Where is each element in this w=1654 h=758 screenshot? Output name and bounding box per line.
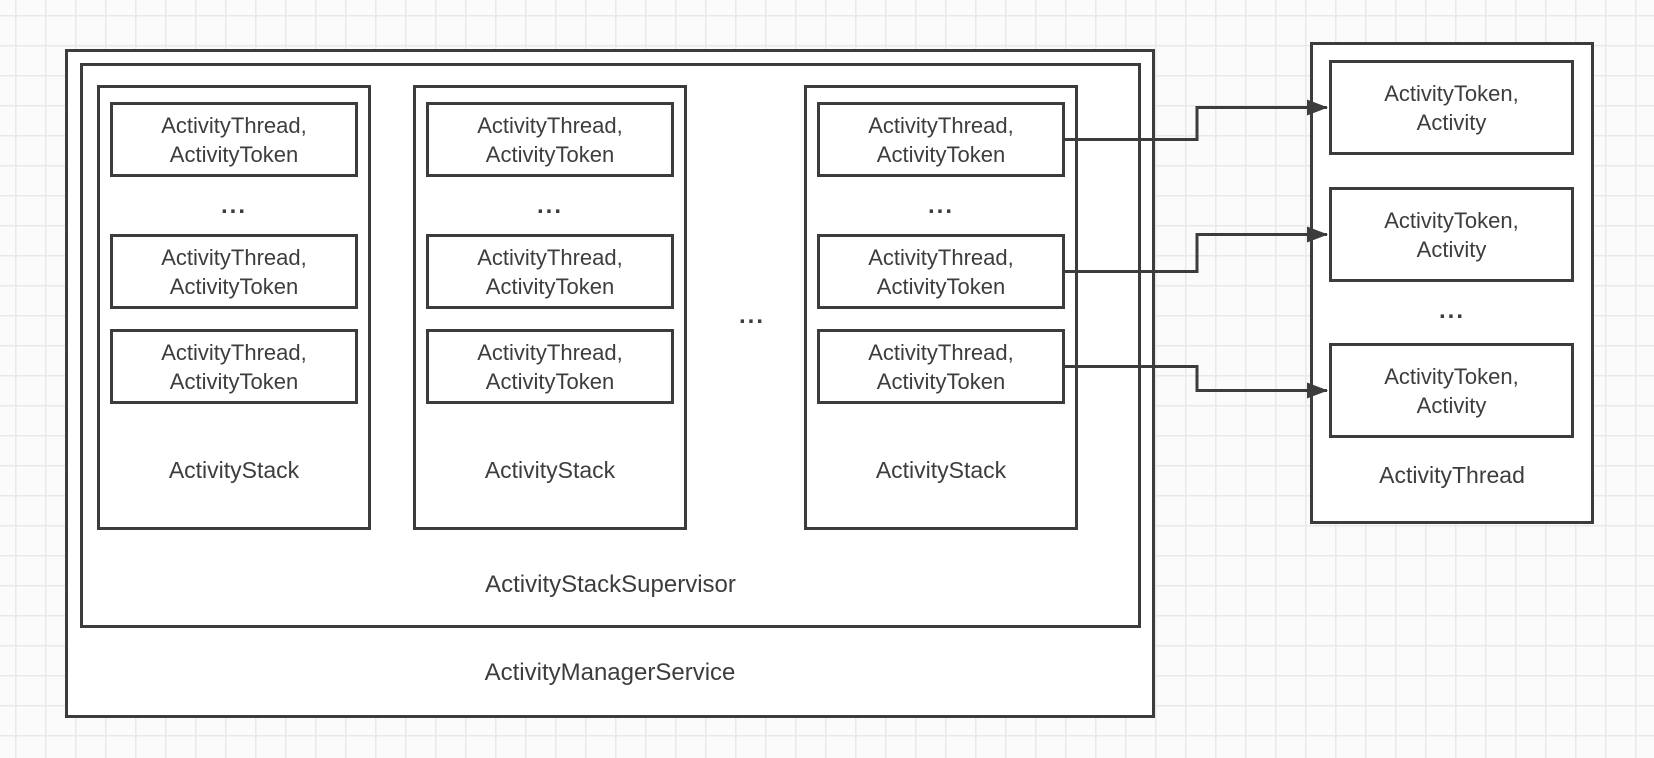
activity-record-line2: ActivityToken: [876, 273, 1006, 299]
activity-record-line1: ActivityThread,: [161, 244, 307, 270]
activity-record-line1: ActivityThread,: [161, 339, 307, 365]
activity-record-line1: ActivityThread,: [868, 112, 1014, 138]
activity-record-line1: ActivityThread,: [477, 112, 623, 138]
activity-stack-box-3: ActivityThread, ActivityToken ... Activi…: [804, 85, 1078, 530]
activity-record-box: ActivityThread, ActivityToken: [426, 329, 674, 404]
activity-record-line2: ActivityToken: [876, 368, 1006, 394]
activity-token-line1: ActivityToken,: [1384, 363, 1519, 389]
activity-record-line1: ActivityThread,: [868, 244, 1014, 270]
ellipsis: ...: [220, 192, 247, 219]
ellipsis: ...: [536, 192, 563, 219]
activity-stack-box-1: ActivityThread, ActivityToken ... Activi…: [97, 85, 371, 530]
activity-stack-box-2: ActivityThread, ActivityToken ... Activi…: [413, 85, 687, 530]
activity-record-line2: ActivityToken: [485, 273, 615, 299]
activity-record-line1: ActivityThread,: [477, 339, 623, 365]
activity-record-line2: ActivityToken: [485, 368, 615, 394]
activity-record-line1: ActivityThread,: [477, 244, 623, 270]
activity-record-line2: ActivityToken: [169, 368, 299, 394]
activity-manager-service-box: ActivityThread, ActivityToken ... Activi…: [65, 49, 1155, 718]
activity-thread-box: ActivityToken, Activity ActivityToken, A…: [1310, 42, 1594, 524]
activity-token-line2: Activity: [1416, 109, 1487, 135]
activity-manager-service-label: ActivityManagerService: [484, 659, 736, 686]
activity-stack-label: ActivityStack: [484, 457, 616, 483]
activity-record-box: ActivityThread, ActivityToken: [817, 102, 1065, 177]
activity-token-line2: Activity: [1416, 392, 1487, 418]
ellipsis-between-stacks: ...: [738, 302, 765, 329]
activity-record-box: ActivityThread, ActivityToken: [110, 234, 358, 309]
activity-thread-label: ActivityThread: [1379, 462, 1525, 488]
activity-stack-label: ActivityStack: [875, 457, 1007, 483]
activity-record-box: ActivityThread, ActivityToken: [110, 329, 358, 404]
activity-token-box: ActivityToken, Activity: [1329, 343, 1574, 438]
activity-token-line1: ActivityToken,: [1384, 80, 1519, 106]
activity-token-box: ActivityToken, Activity: [1329, 60, 1574, 155]
activity-token-line2: Activity: [1416, 236, 1487, 262]
activity-stack-supervisor-label: ActivityStackSupervisor: [485, 571, 736, 598]
activity-record-line1: ActivityThread,: [161, 112, 307, 138]
activity-record-box: ActivityThread, ActivityToken: [817, 234, 1065, 309]
activity-stack-label: ActivityStack: [168, 457, 300, 483]
ellipsis: ...: [1438, 297, 1465, 324]
activity-record-box: ActivityThread, ActivityToken: [426, 102, 674, 177]
activity-record-line2: ActivityToken: [876, 141, 1006, 167]
activity-record-line2: ActivityToken: [169, 141, 299, 167]
ellipsis: ...: [927, 192, 954, 219]
activity-token-line1: ActivityToken,: [1384, 207, 1519, 233]
activity-record-line1: ActivityThread,: [868, 339, 1014, 365]
activity-record-line2: ActivityToken: [169, 273, 299, 299]
activity-stack-supervisor-box: ActivityThread, ActivityToken ... Activi…: [80, 63, 1141, 628]
activity-token-box: ActivityToken, Activity: [1329, 187, 1574, 282]
activity-record-box: ActivityThread, ActivityToken: [426, 234, 674, 309]
activity-record-box: ActivityThread, ActivityToken: [817, 329, 1065, 404]
activity-record-box: ActivityThread, ActivityToken: [110, 102, 358, 177]
activity-record-line2: ActivityToken: [485, 141, 615, 167]
